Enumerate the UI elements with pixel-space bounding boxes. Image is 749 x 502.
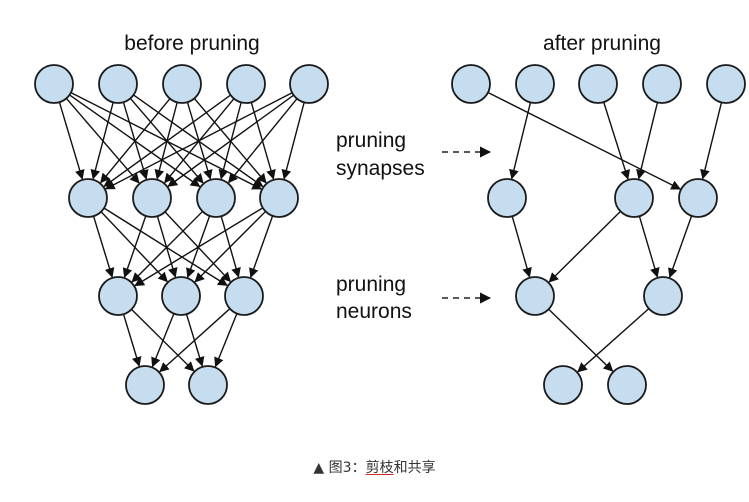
before-network-edges	[58, 91, 305, 373]
after-edge-0-2-1	[603, 101, 630, 180]
before-neuron-1-3	[259, 178, 299, 218]
before-edge-1-2-0	[131, 210, 204, 283]
before-edge-2-2-1	[214, 313, 238, 368]
before-edge-0-0-0	[58, 102, 85, 180]
before-edge-2-1-0	[151, 313, 175, 368]
before-pruning-title: before pruning	[124, 32, 259, 55]
before-neuron-0-4	[289, 64, 329, 104]
before-edge-0-4-2	[228, 98, 298, 184]
after-neuron-1-0	[487, 178, 527, 218]
before-edge-1-3-2	[249, 215, 274, 279]
before-edge-1-1-2	[164, 211, 231, 283]
before-neuron-3-0	[125, 365, 165, 405]
pruning-synapses-label-line1: pruning	[336, 129, 406, 152]
after-neuron-0-2	[578, 64, 618, 104]
caption-prefix: 图3：	[328, 460, 366, 476]
after-edge-1-2-1	[668, 215, 693, 279]
after-edge-1-0-0	[511, 216, 532, 278]
after-neuron-2-0	[515, 276, 555, 316]
figure-caption: ▲ 图3：剪枝和共享	[0, 457, 749, 477]
neural-network-diagram: before pruning after pruning pruning syn…	[34, 32, 746, 405]
before-edge-1-1-1	[156, 216, 178, 278]
after-network-edges	[487, 91, 723, 373]
after-neuron-1-2	[678, 178, 718, 218]
before-neuron-0-2	[162, 64, 202, 104]
before-neuron-0-3	[226, 64, 266, 104]
before-edge-0-4-0	[104, 92, 293, 190]
after-neuron-0-4	[706, 64, 746, 104]
after-neuron-1-1	[614, 178, 654, 218]
before-edge-2-0-0	[122, 313, 142, 367]
after-neuron-3-0	[543, 365, 583, 405]
caption-suffix: 和共享	[393, 460, 436, 476]
after-neuron-0-1	[515, 64, 555, 104]
after-neuron-0-0	[451, 64, 491, 104]
after-edge-0-4-2	[700, 102, 723, 180]
before-neuron-0-1	[98, 64, 138, 104]
after-network-nodes	[451, 64, 746, 405]
before-edge-1-0-1	[100, 211, 168, 283]
before-neuron-1-0	[68, 178, 108, 218]
before-network-nodes	[34, 64, 329, 405]
before-neuron-1-2	[196, 178, 236, 218]
after-edge-0-1-0	[509, 102, 532, 180]
before-edge-2-2-0	[159, 308, 231, 373]
caption-highlight: 剪枝	[365, 460, 394, 476]
before-edge-1-1-0	[122, 215, 147, 279]
before-edge-0-1-0	[90, 102, 114, 180]
before-neuron-2-0	[98, 276, 138, 316]
before-neuron-2-2	[224, 276, 264, 316]
before-edge-1-0-2	[103, 207, 228, 286]
after-neuron-3-1	[607, 365, 647, 405]
after-neuron-0-3	[642, 64, 682, 104]
before-edge-1-0-0	[92, 215, 115, 278]
after-neuron-2-1	[643, 276, 683, 316]
after-edge-0-3-1	[636, 102, 659, 180]
before-edge-0-4-1	[167, 94, 295, 187]
before-neuron-3-1	[188, 365, 228, 405]
triangle-icon: ▲	[313, 460, 325, 476]
before-edge-0-2-0	[100, 98, 171, 184]
before-edge-1-3-1	[194, 210, 267, 283]
after-pruning-title: after pruning	[543, 32, 661, 55]
after-edge-1-1-1	[638, 216, 660, 278]
pruning-neurons-label-line1: pruning	[336, 273, 406, 296]
before-edge-0-4-3	[281, 102, 305, 180]
before-neuron-2-1	[161, 276, 201, 316]
before-neuron-1-1	[132, 178, 172, 218]
after-edge-0-0-2	[487, 91, 682, 190]
after-edge-2-0-1	[548, 308, 614, 372]
before-neuron-0-0	[34, 64, 74, 104]
before-edge-1-3-0	[134, 207, 264, 287]
pruning-neurons-label-line2: neurons	[336, 300, 412, 323]
after-edge-2-1-0	[577, 308, 650, 373]
pruning-synapses-label-line2: synapses	[336, 157, 425, 180]
after-edge-1-1-0	[548, 210, 621, 283]
before-edge-0-3-0	[103, 94, 232, 187]
